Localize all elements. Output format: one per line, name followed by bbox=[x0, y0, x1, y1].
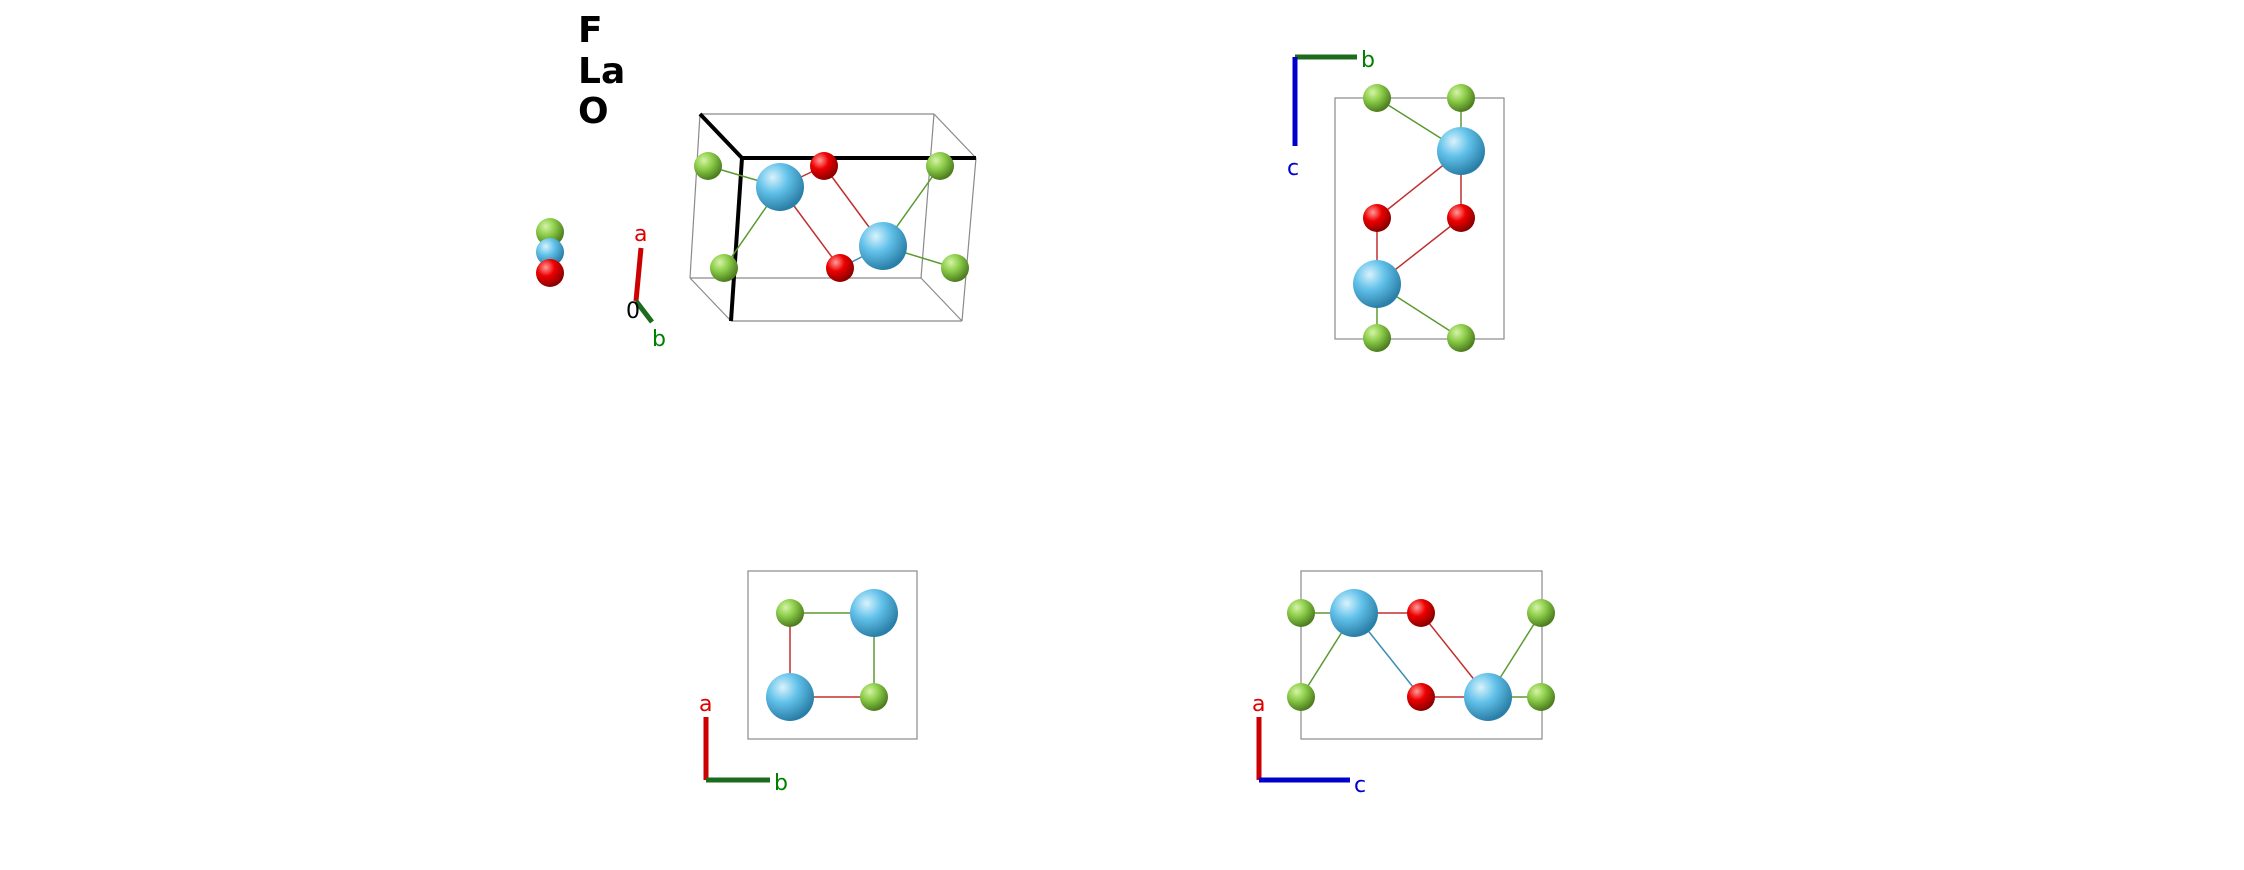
axis-c-label: c bbox=[1287, 156, 1299, 181]
atom-o bbox=[1407, 683, 1435, 711]
atom-la bbox=[1330, 589, 1378, 637]
view-bc-atoms bbox=[1353, 84, 1485, 352]
atom-f bbox=[1363, 84, 1391, 112]
axis-a-label: a bbox=[1252, 692, 1265, 717]
legend-swatch-f bbox=[536, 218, 564, 246]
perspective-unit-cell bbox=[689, 112, 977, 322]
atom-f bbox=[1363, 324, 1391, 352]
atom-f bbox=[1447, 84, 1475, 112]
atom-f bbox=[1527, 683, 1555, 711]
view-bc-axis-indicator: b c bbox=[1287, 48, 1375, 181]
legend-swatch-la bbox=[536, 238, 564, 266]
atom-o bbox=[826, 254, 854, 282]
atom-f bbox=[694, 152, 722, 180]
atom-o bbox=[1363, 204, 1391, 232]
perspective-bonds bbox=[707, 165, 956, 269]
view-ac-unit-cell bbox=[1300, 570, 1543, 740]
view-ab-unit-cell bbox=[747, 570, 918, 740]
atom-la bbox=[1437, 127, 1485, 175]
axis-b-label: b bbox=[1361, 48, 1375, 73]
axis-a-label: a bbox=[634, 222, 647, 247]
axis-c-label: c bbox=[1354, 773, 1366, 798]
view-bc: b c bbox=[1287, 48, 1505, 352]
atom-la bbox=[1353, 260, 1401, 308]
view-ab-atoms bbox=[766, 589, 898, 721]
atom-f bbox=[1287, 599, 1315, 627]
axis-a-line bbox=[633, 247, 644, 302]
atom-la bbox=[766, 673, 814, 721]
perspective-axis-indicator: a 0 b bbox=[626, 222, 666, 352]
atom-f bbox=[941, 254, 969, 282]
perspective-atoms bbox=[694, 152, 969, 282]
atom-la bbox=[756, 163, 804, 211]
legend-label-f: F bbox=[578, 10, 603, 51]
axis-a-label: a bbox=[699, 692, 712, 717]
atom-o bbox=[1407, 599, 1435, 627]
perspective-view: a 0 b bbox=[626, 112, 977, 352]
view-bc-unit-cell bbox=[1334, 97, 1505, 340]
axis-origin-label: 0 bbox=[626, 299, 640, 324]
atom-la bbox=[859, 222, 907, 270]
atom-f bbox=[1527, 599, 1555, 627]
atom-o bbox=[1447, 204, 1475, 232]
view-ac-atoms bbox=[1287, 589, 1555, 721]
atom-f bbox=[860, 683, 888, 711]
view-ab-axis-indicator: a b bbox=[699, 692, 788, 796]
atom-f bbox=[1447, 324, 1475, 352]
view-ac: a c bbox=[1252, 570, 1555, 798]
atom-f bbox=[710, 254, 738, 282]
axis-b-line bbox=[634, 299, 654, 324]
legend-label-la: La bbox=[578, 51, 625, 92]
view-ac-axis-indicator: a c bbox=[1252, 692, 1366, 798]
axis-b-label: b bbox=[774, 771, 788, 796]
view-ab: a b bbox=[699, 570, 918, 796]
atom-la bbox=[1464, 673, 1512, 721]
element-legend: F La O bbox=[536, 10, 625, 287]
atom-o bbox=[810, 152, 838, 180]
atom-f bbox=[776, 599, 804, 627]
atom-f bbox=[1287, 683, 1315, 711]
atom-la bbox=[850, 589, 898, 637]
atom-f bbox=[926, 152, 954, 180]
axis-b-label: b bbox=[652, 327, 666, 352]
legend-label-o: O bbox=[578, 91, 609, 132]
legend-swatch-o bbox=[536, 259, 564, 287]
